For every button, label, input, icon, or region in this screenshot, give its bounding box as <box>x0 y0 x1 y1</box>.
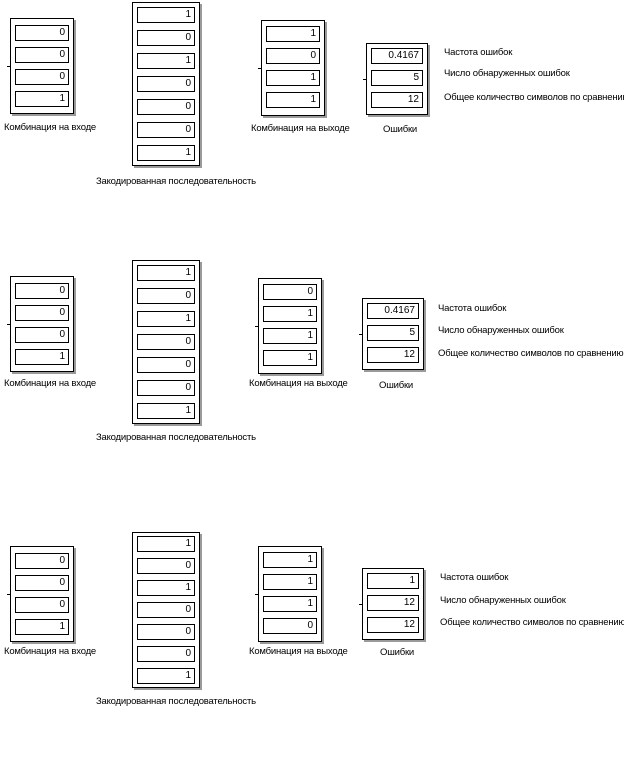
output-cell: 1 <box>263 350 317 366</box>
error-rate-label: Частота ошибок <box>440 572 509 583</box>
symbols-compared-label: Общее количество символов по сравнению <box>438 348 624 359</box>
encoded-cell: 1 <box>137 311 195 327</box>
output-port <box>255 326 258 327</box>
errors-display[interactable]: 1 12 12 <box>359 568 424 640</box>
input-display[interactable]: 0 0 0 1 <box>7 18 74 114</box>
encoded-cell: 1 <box>137 145 195 161</box>
input-caption: Комбинация на входе <box>4 122 97 133</box>
output-caption: Комбинация на выходе <box>251 123 350 134</box>
symbols-compared-label: Общее количество символов по сравнению <box>444 92 624 103</box>
encoded-cell: 0 <box>137 558 195 574</box>
output-port <box>258 68 261 69</box>
errors-cell: 0.4167 <box>367 303 419 319</box>
output-caption: Комбинация на выходе <box>249 378 348 389</box>
output-cell: 1 <box>263 306 317 322</box>
encoded-cell: 0 <box>137 30 195 46</box>
encoded-cell: 1 <box>137 7 195 23</box>
output-cell: 1 <box>263 596 317 612</box>
input-cell: 0 <box>15 25 69 41</box>
output-cell: 1 <box>266 92 320 108</box>
output-cell: 1 <box>266 70 320 86</box>
encoded-cell: 1 <box>137 580 195 596</box>
input-caption: Комбинация на входе <box>4 646 97 657</box>
encoded-cell: 1 <box>137 265 195 281</box>
input-cell: 0 <box>15 597 69 613</box>
output-cell: 0 <box>263 618 317 634</box>
encoded-cell: 1 <box>137 53 195 69</box>
symbols-compared-label: Общее количество символов по сравнению <box>440 617 624 628</box>
encoded-cell: 1 <box>137 668 195 684</box>
errors-port <box>363 79 366 80</box>
encoded-cell: 0 <box>137 380 195 396</box>
output-cell: 0 <box>263 284 317 300</box>
encoded-cell: 0 <box>137 602 195 618</box>
errors-cell: 12 <box>367 617 419 633</box>
input-port <box>7 66 10 67</box>
detected-errors-label: Число обнаруженных ошибок <box>444 68 570 79</box>
output-display[interactable]: 0 1 1 1 <box>255 278 322 374</box>
errors-cell: 5 <box>367 325 419 341</box>
panel-1: 0 0 0 1 Комбинация на входе 1 0 1 0 0 0 … <box>0 0 624 240</box>
encoded-cell: 0 <box>137 99 195 115</box>
error-rate-label: Частота ошибок <box>438 303 507 314</box>
errors-caption: Ошибки <box>379 380 414 391</box>
output-cell: 1 <box>263 574 317 590</box>
input-cell: 1 <box>15 619 69 635</box>
encoded-caption: Закодированная последовательность <box>96 176 256 187</box>
encoded-display[interactable]: 1 0 1 0 0 0 1 <box>132 532 200 688</box>
errors-cell: 12 <box>371 92 423 108</box>
detected-errors-label: Число обнаруженных ошибок <box>438 325 564 336</box>
errors-caption: Ошибки <box>383 124 418 135</box>
encoded-caption: Закодированная последовательность <box>96 696 256 707</box>
encoded-cell: 1 <box>137 403 195 419</box>
encoded-cell: 0 <box>137 646 195 662</box>
encoded-cell: 0 <box>137 334 195 350</box>
errors-cell: 1 <box>367 573 419 589</box>
panel-2: 0 0 0 1 Комбинация на входе 1 0 1 0 0 0 … <box>0 258 624 498</box>
error-rate-label: Частота ошибок <box>444 47 513 58</box>
encoded-display[interactable]: 1 0 1 0 0 0 1 <box>132 260 200 424</box>
panel-3: 0 0 0 1 Комбинация на входе 1 0 1 0 0 0 … <box>0 532 624 772</box>
detected-errors-label: Число обнаруженных ошибок <box>440 595 566 606</box>
errors-display[interactable]: 0.4167 5 12 <box>359 298 424 370</box>
errors-cell: 0.4167 <box>371 48 423 64</box>
input-cell: 0 <box>15 553 69 569</box>
errors-caption: Ошибки <box>380 647 415 658</box>
errors-display[interactable]: 0.4167 5 12 <box>363 43 428 115</box>
input-cell: 0 <box>15 305 69 321</box>
output-caption: Комбинация на выходе <box>249 646 348 657</box>
errors-cell: 12 <box>367 595 419 611</box>
errors-port <box>359 604 362 605</box>
input-port <box>7 594 10 595</box>
input-cell: 1 <box>15 349 69 365</box>
input-caption: Комбинация на входе <box>4 378 97 389</box>
encoded-cell: 0 <box>137 122 195 138</box>
input-cell: 1 <box>15 91 69 107</box>
encoded-cell: 1 <box>137 536 195 552</box>
output-cell: 1 <box>266 26 320 42</box>
output-cell: 1 <box>263 328 317 344</box>
input-display[interactable]: 0 0 0 1 <box>7 276 74 372</box>
errors-port <box>359 334 362 335</box>
encoded-cell: 0 <box>137 624 195 640</box>
input-cell: 0 <box>15 575 69 591</box>
encoded-cell: 0 <box>137 357 195 373</box>
input-cell: 0 <box>15 47 69 63</box>
output-cell: 1 <box>263 552 317 568</box>
encoded-caption: Закодированная последовательность <box>96 432 256 443</box>
input-display[interactable]: 0 0 0 1 <box>7 546 74 642</box>
output-port <box>255 594 258 595</box>
encoded-display[interactable]: 1 0 1 0 0 0 1 <box>132 2 200 166</box>
encoded-cell: 0 <box>137 76 195 92</box>
input-cell: 0 <box>15 69 69 85</box>
errors-cell: 5 <box>371 70 423 86</box>
output-display[interactable]: 1 0 1 1 <box>258 20 325 116</box>
input-cell: 0 <box>15 283 69 299</box>
errors-cell: 12 <box>367 347 419 363</box>
encoded-cell: 0 <box>137 288 195 304</box>
input-port <box>7 324 10 325</box>
output-cell: 0 <box>266 48 320 64</box>
input-cell: 0 <box>15 327 69 343</box>
output-display[interactable]: 1 1 1 0 <box>255 546 322 642</box>
